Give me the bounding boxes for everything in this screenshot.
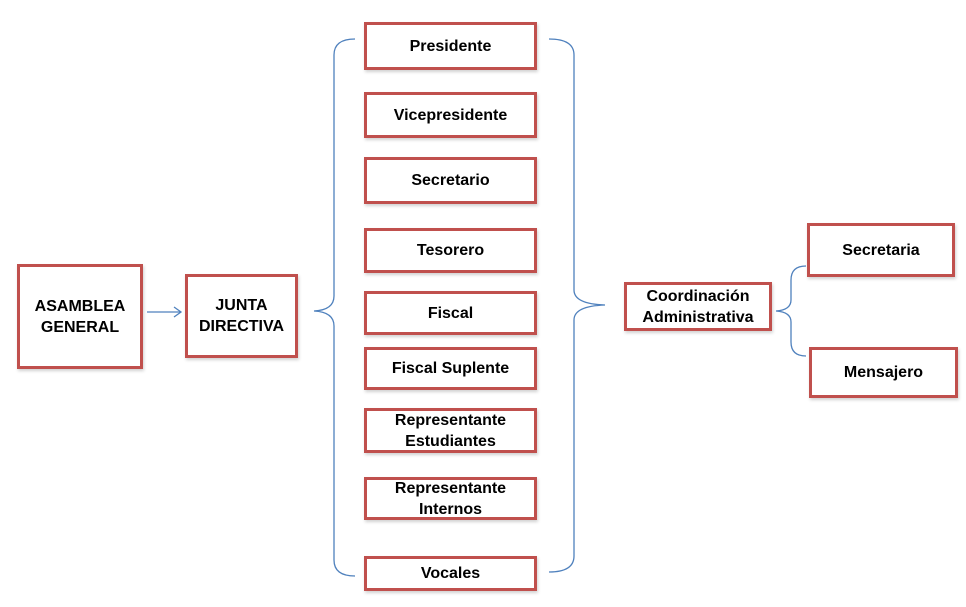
vicepresidente-box: Vicepresidente xyxy=(364,92,537,138)
asamblea-line-1: ASAMBLEA xyxy=(34,297,126,315)
fiscal-suplente-box: Fiscal Suplente xyxy=(364,347,537,390)
vocales-box: Vocales xyxy=(364,556,537,591)
mensajero-box: Mensajero xyxy=(809,347,958,398)
junta-line-1: JUNTA xyxy=(215,297,268,314)
asamblea-general-box: ASAMBLEA GENERAL xyxy=(17,264,143,369)
representante-internos-box: Representante Internos xyxy=(364,477,537,520)
coordinacion-line-2: Administrativa xyxy=(642,308,754,326)
secretario-label: Secretario xyxy=(411,172,490,189)
representante-internos-line-1: Representante xyxy=(394,479,507,497)
junta-directiva-box: JUNTA DIRECTIVA xyxy=(185,274,298,358)
left-brace xyxy=(313,38,356,577)
secretario-box: Secretario xyxy=(364,157,537,204)
tesorero-box: Tesorero xyxy=(364,228,537,273)
vocales-label: Vocales xyxy=(420,565,481,582)
coordinacion-administrativa-box: Coordinación Administrativa xyxy=(624,282,772,331)
mensajero-label: Mensajero xyxy=(843,364,924,381)
representante-estudiantes-box: Representante Estudiantes xyxy=(364,408,537,453)
presidente-label: Presidente xyxy=(409,37,492,55)
representante-estudiantes-line-2: Estudiantes xyxy=(405,432,496,450)
right-brace xyxy=(548,38,606,573)
junta-line-2: DIRECTIVA xyxy=(198,318,285,335)
fiscal-label: Fiscal xyxy=(427,304,474,322)
asamblea-line-2: GENERAL xyxy=(40,318,120,336)
tesorero-label: Tesorero xyxy=(416,242,485,259)
secretaria-label: Secretaria xyxy=(842,241,920,259)
representante-estudiantes-line-1: Representante xyxy=(394,411,507,429)
presidente-box: Presidente xyxy=(364,22,537,70)
staff-brace xyxy=(775,265,807,357)
coordinacion-line-1: Coordinación xyxy=(646,287,750,305)
arrow-head xyxy=(173,306,183,318)
representante-internos-line-2: Internos xyxy=(418,500,483,518)
fiscal-suplente-label: Fiscal Suplente xyxy=(391,360,510,377)
fiscal-box: Fiscal xyxy=(364,291,537,335)
secretaria-box: Secretaria xyxy=(807,223,955,277)
vicepresidente-label: Vicepresidente xyxy=(393,106,508,124)
